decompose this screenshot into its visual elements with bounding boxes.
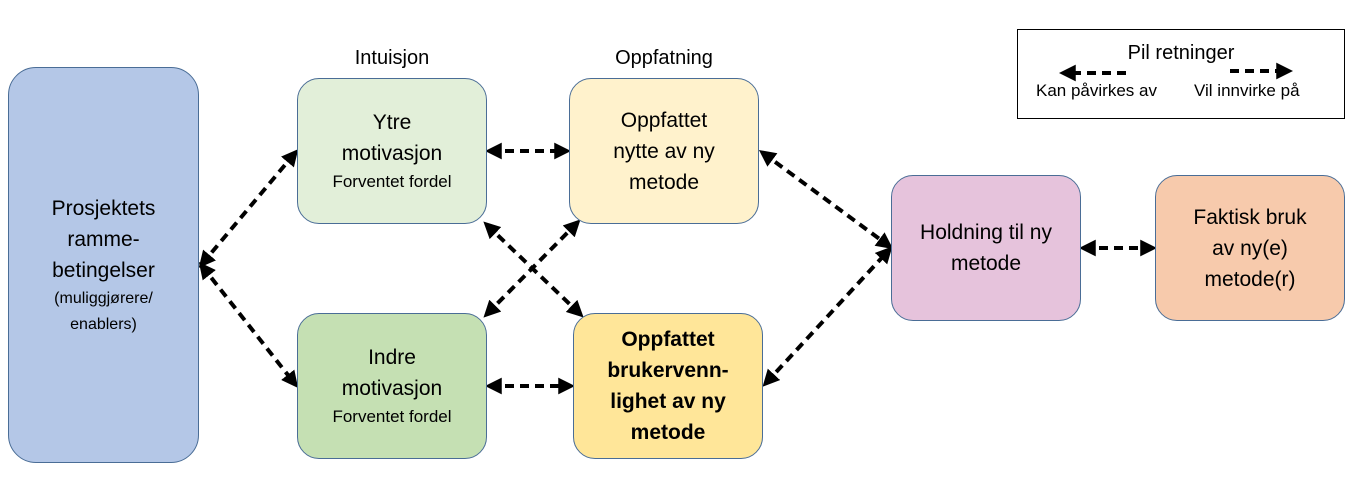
arrow-nytte-holdning (758, 150, 894, 249)
box-text: Ytre (372, 111, 412, 134)
box-prosjektets-rammebetingelser: Prosjektets ramme- betingelser (muliggjø… (8, 67, 199, 463)
box-text: Holdning til ny (920, 221, 1052, 244)
box-text: Prosjektets (51, 196, 156, 220)
arrow-bruker-holdning (762, 246, 893, 387)
box-subtext: Forventet fordel (332, 172, 452, 191)
arrow-ramme-ytre (198, 149, 299, 268)
box-text: metode (630, 421, 706, 444)
box-text: metode (628, 170, 700, 194)
box-text: av ny(e) (1212, 236, 1288, 260)
box-oppfattet-nytte: Oppfattet nytte av ny metode (569, 78, 759, 224)
box-holdning-til-ny-metode: Holdning til ny metode (891, 175, 1081, 321)
box-subtext: enablers) (70, 315, 137, 333)
box-oppfattet-brukervennlighet: Oppfattet brukervenn- lighet av ny metod… (573, 313, 763, 459)
arrow-ramme-indre (198, 262, 299, 388)
box-text: Indre (368, 346, 416, 369)
column-label-oppfatning: Oppfatning (615, 47, 713, 69)
box-text: motivasjon (341, 142, 443, 165)
legend-title: Pil retninger (1127, 42, 1235, 64)
box-subtext: (muliggjørere/ (54, 289, 153, 307)
box-text: metode (950, 252, 1022, 275)
box-text: Oppfattet (621, 328, 715, 351)
box-text: metode(r) (1204, 267, 1296, 291)
box-text: nytte av ny (613, 139, 715, 163)
arrow-indre-nytte (483, 219, 581, 318)
box-text: lighet av ny (610, 390, 726, 413)
box-indre-motivasjon: Indre motivasjon Forventet fordel (297, 313, 487, 459)
box-text: brukervenn- (607, 359, 729, 382)
column-label-intuisjon: Intuisjon (354, 47, 430, 69)
box-text: Faktisk bruk (1193, 205, 1307, 229)
box-faktisk-bruk: Faktisk bruk av ny(e) metode(r) (1155, 175, 1345, 321)
legend-box: Pil retninger Kan påvirkes av Vil innvir… (1017, 29, 1345, 119)
box-text: betingelser (52, 258, 155, 282)
box-text: Oppfattet (620, 108, 708, 132)
legend-label-right: Vil innvirke på (1194, 81, 1300, 100)
box-subtext: Forventet fordel (332, 407, 452, 426)
box-text: motivasjon (341, 377, 443, 400)
legend-label-left: Kan påvirkes av (1036, 81, 1157, 100)
box-ytre-motivasjon: Ytre motivasjon Forventet fordel (297, 78, 487, 224)
legend-arrows (1058, 62, 1294, 82)
box-text: ramme- (67, 227, 140, 251)
